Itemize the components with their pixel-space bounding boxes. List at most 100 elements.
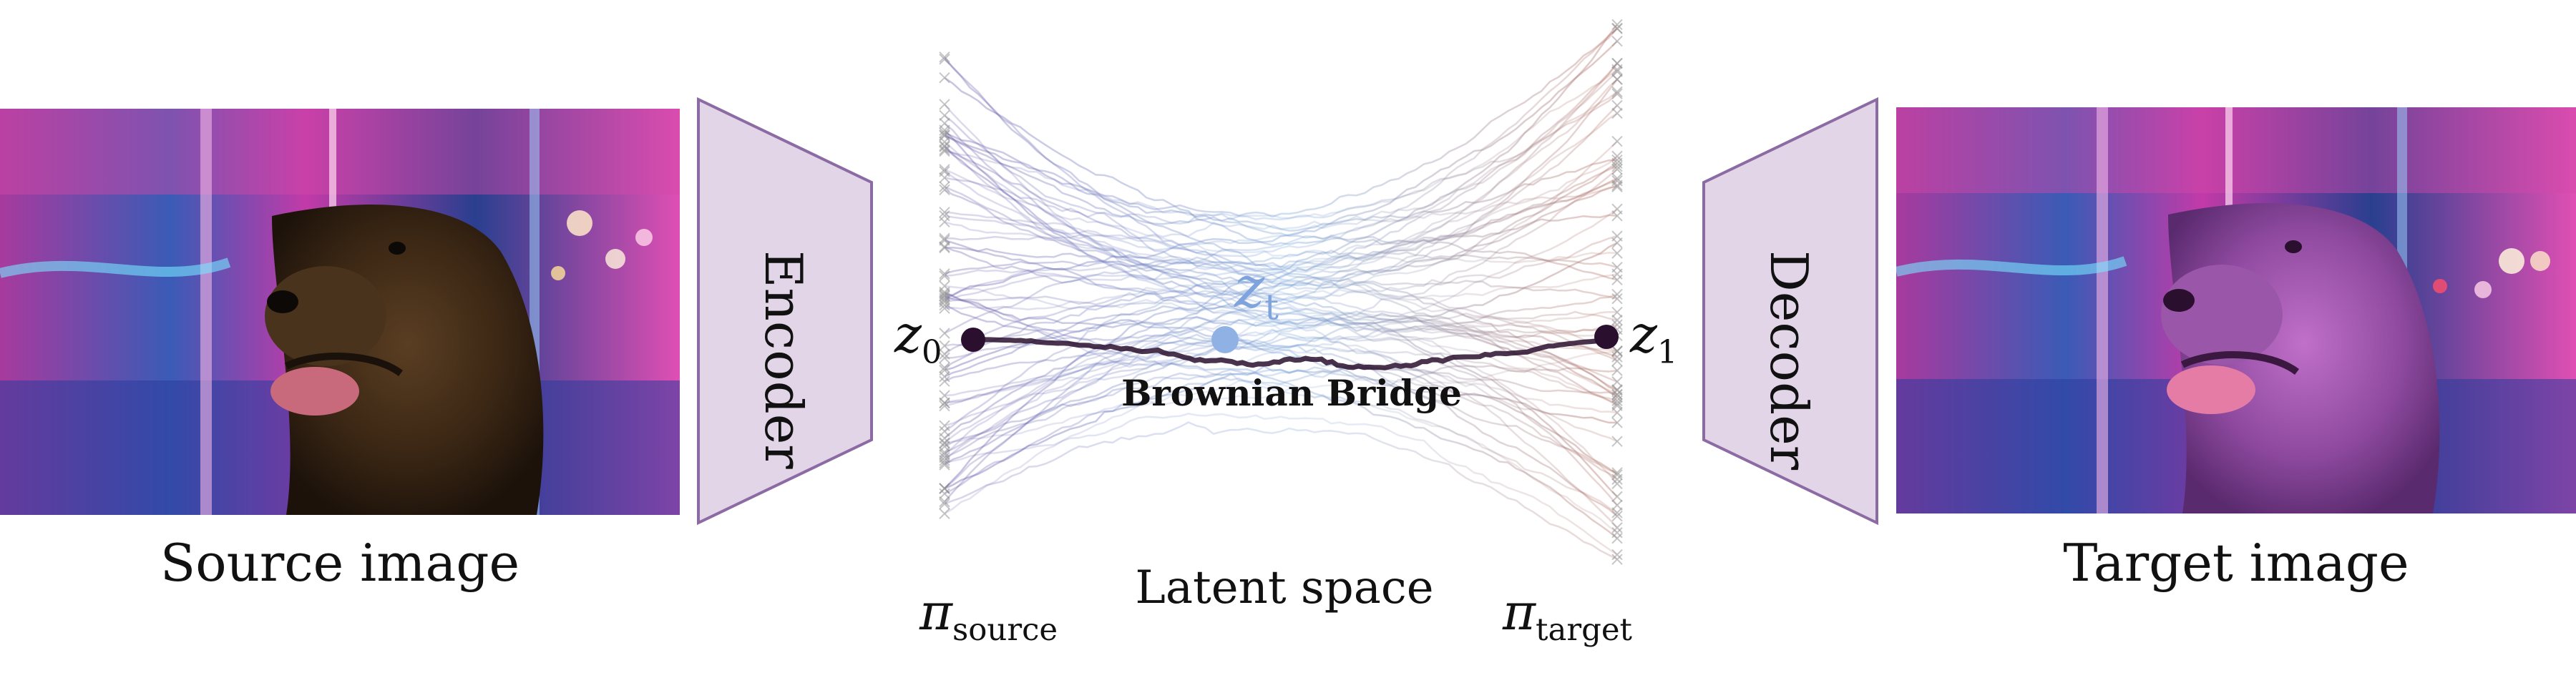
trajectory-endpoint-mark [1611, 74, 1623, 85]
trajectory-endpoint-mark [939, 438, 950, 449]
zt-point [1211, 326, 1239, 353]
trajectory-line [944, 146, 1618, 398]
trajectory-endpoint-mark [1611, 388, 1623, 400]
trajectory-endpoint-mark [939, 400, 950, 412]
trajectory-endpoint-mark [1611, 181, 1623, 192]
trajectory-endpoint-mark [939, 488, 950, 500]
trajectory-line [944, 328, 1618, 443]
trajectory-endpoint-mark [939, 294, 950, 306]
trajectory-line [944, 170, 1618, 352]
trajectory-endpoint-mark [939, 99, 950, 110]
z1-label: z1 [1630, 304, 1678, 371]
trajectory-endpoint-mark [939, 420, 950, 431]
trajectory-endpoint-mark [1611, 507, 1623, 518]
trajectory-line [944, 325, 1618, 427]
trajectory-endpoint-mark [1611, 491, 1623, 503]
trajectory-line [944, 134, 1618, 232]
trajectory-line [944, 293, 1618, 514]
trajectory-endpoint-mark [939, 328, 950, 339]
trajectory-line [944, 177, 1618, 284]
trajectory-endpoint-mark [1611, 154, 1623, 166]
trajectory-endpoint-mark [1611, 86, 1623, 98]
trajectory-endpoint-mark [939, 508, 950, 519]
trajectory-endpoint-mark [1611, 35, 1623, 47]
trajectory-endpoint-mark [1611, 314, 1623, 326]
trajectory-endpoint-mark [1611, 230, 1623, 242]
encoder-block [697, 97, 873, 526]
bridge-path [972, 337, 1607, 370]
trajectory-endpoint-mark [939, 352, 950, 364]
trajectory-line [944, 56, 1618, 391]
trajectory-endpoint-mark [1611, 19, 1623, 31]
trajectory-endpoint-mark [1611, 355, 1623, 367]
trajectory-endpoint-mark [939, 348, 950, 360]
trajectory-line [944, 168, 1618, 489]
latent-trajectories [939, 19, 1623, 565]
trajectory-line [944, 413, 1618, 556]
trajectory-endpoint-mark [1611, 88, 1623, 99]
trajectory-endpoint-mark [1611, 365, 1623, 376]
trajectory-endpoint-mark [1611, 268, 1623, 280]
trajectory-line [944, 208, 1618, 461]
z1-point [1594, 325, 1619, 349]
trajectory-endpoint-mark [1611, 99, 1623, 112]
trajectory-line [944, 318, 1618, 407]
trajectory-endpoint-mark [939, 303, 950, 314]
trajectory-endpoint-mark [1611, 163, 1623, 175]
trajectory-endpoint-mark [1611, 554, 1623, 565]
trajectory-line [944, 40, 1618, 300]
trajectory-line [944, 93, 1618, 225]
trajectory-line [944, 285, 1618, 405]
trajectory-endpoint-mark [939, 496, 950, 508]
trajectory-endpoint-mark [1611, 478, 1623, 490]
trajectory-endpoint-mark [1611, 384, 1623, 396]
trajectory-endpoint-mark [1611, 107, 1623, 119]
pi-target-label: πtarget [1503, 583, 1632, 649]
trajectory-line [944, 421, 1618, 561]
trajectory-line [944, 114, 1618, 363]
trajectory-endpoint-mark [939, 446, 950, 458]
trajectory-line [944, 28, 1618, 218]
trajectory-line [944, 62, 1618, 369]
trajectory-endpoint-mark [939, 397, 950, 409]
trajectory-line [944, 77, 1618, 246]
trajectory-endpoint-mark [1611, 306, 1623, 318]
pi-source-label: πsource [919, 583, 1058, 649]
trajectory-line [944, 134, 1618, 281]
trajectory-line [944, 370, 1618, 481]
trajectory-line [944, 189, 1618, 300]
brownian-bridge-label: Brownian Bridge [1121, 372, 1462, 414]
trajectory-endpoint-mark [939, 340, 950, 352]
decoder-block [1702, 97, 1878, 526]
trajectory-line [944, 328, 1618, 453]
trajectory-line [944, 104, 1618, 485]
encoder-label: Encoder [753, 250, 814, 469]
trajectory-endpoint-mark [1611, 351, 1623, 363]
trajectory-endpoint-mark [939, 130, 950, 142]
trajectory-endpoint-mark [939, 109, 950, 122]
trajectory-endpoint-mark [939, 145, 950, 157]
zt-label: zt [1234, 254, 1279, 328]
trajectory-endpoint-mark [939, 72, 950, 84]
trajectory-endpoint-mark [939, 184, 950, 196]
trajectory-endpoint-mark [939, 144, 950, 156]
trajectory-line [944, 293, 1618, 383]
trajectory-line [944, 365, 1618, 448]
trajectory-endpoint-mark [939, 235, 950, 246]
trajectory-endpoint-mark [939, 141, 950, 152]
trajectory-line [944, 348, 1618, 414]
trajectory-endpoint-mark [1611, 407, 1623, 418]
trajectory-endpoint-mark [1611, 467, 1623, 478]
trajectory-endpoint-mark [939, 293, 950, 304]
trajectory-endpoint-mark [1611, 64, 1623, 76]
trajectory-endpoint-mark [1611, 345, 1623, 358]
trajectory-endpoint-mark [939, 364, 950, 376]
trajectory-endpoint-mark [939, 216, 950, 227]
trajectory-endpoint-mark [939, 433, 950, 444]
trajectory-line [944, 370, 1618, 495]
trajectory-line [944, 129, 1618, 498]
trajectory-endpoint-mark [939, 455, 950, 466]
trajectory-endpoint-mark [939, 181, 950, 192]
trajectory-endpoint-mark [1611, 533, 1623, 544]
trajectory-line [944, 304, 1618, 539]
